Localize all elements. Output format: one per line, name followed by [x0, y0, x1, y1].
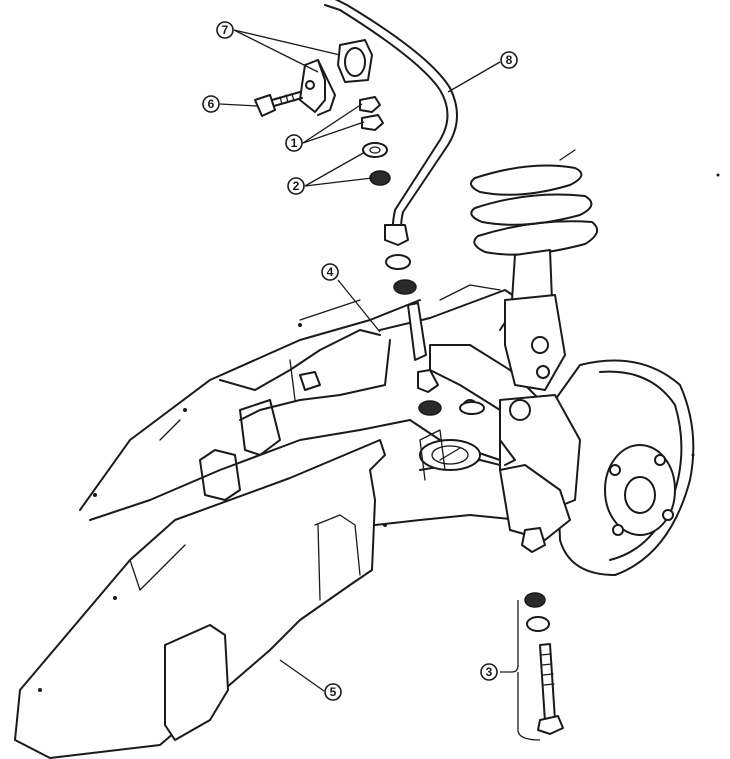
bracket-bolt [254, 91, 303, 117]
steering-knuckle-hub [499, 359, 695, 576]
callout-5: 5 [324, 683, 342, 701]
stabilizer-link-bolt [385, 254, 485, 481]
bushing-bracket [299, 39, 373, 116]
coil-spring-strut [470, 149, 599, 391]
callout-6-label: 6 [208, 97, 215, 111]
callout-2: 2 [287, 177, 305, 195]
splash-shield [14, 439, 386, 759]
callout-7: 7 [216, 21, 234, 39]
link-nuts [359, 96, 384, 131]
callout-leaders [219, 29, 541, 741]
callout-5-label: 5 [330, 685, 337, 699]
callout-8: 8 [500, 51, 518, 69]
callout-8-label: 8 [506, 53, 513, 67]
callout-3-label: 3 [486, 665, 493, 679]
callout-2-label: 2 [293, 179, 300, 193]
callout-6: 6 [202, 95, 220, 113]
callout-1: 1 [285, 134, 303, 152]
callout-1-label: 1 [291, 136, 298, 150]
lower-bolt-stack [521, 527, 564, 735]
callout-3: 3 [480, 663, 498, 681]
subframe [79, 284, 561, 531]
link-washers [362, 142, 391, 186]
stabilizer-bar [324, 0, 458, 246]
callout-7-label: 7 [222, 23, 229, 37]
callout-4: 4 [321, 263, 339, 281]
callout-4-label: 4 [327, 265, 334, 279]
